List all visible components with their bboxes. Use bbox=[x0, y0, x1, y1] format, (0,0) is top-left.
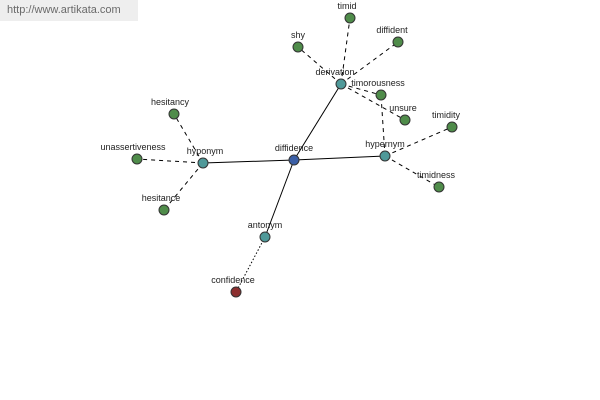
edge-derivation-timorousness bbox=[340, 83, 382, 96]
node-label-timidness[interactable]: timidness bbox=[417, 170, 456, 180]
edge-diffidence-hyponym bbox=[202, 159, 295, 164]
node-hypernym[interactable] bbox=[379, 150, 391, 162]
node-diffidence[interactable] bbox=[288, 154, 300, 166]
node-antonym[interactable] bbox=[259, 231, 271, 243]
edge-hyponym-hesitance bbox=[163, 162, 204, 211]
nodes-layer bbox=[131, 12, 458, 298]
node-label-confidence[interactable]: confidence bbox=[211, 275, 255, 285]
edge-derivation-shy bbox=[297, 46, 342, 85]
node-timidness[interactable] bbox=[433, 181, 445, 193]
node-label-hesitancy[interactable]: hesitancy bbox=[151, 97, 190, 107]
edge-hypernym-timidness bbox=[384, 155, 440, 188]
node-hesitancy[interactable] bbox=[168, 108, 180, 120]
node-label-unsure[interactable]: unsure bbox=[389, 103, 417, 113]
node-timidity[interactable] bbox=[446, 121, 458, 133]
node-diffident[interactable] bbox=[392, 36, 404, 48]
watermark: http://www.artikata.com bbox=[0, 0, 138, 21]
labels-layer: diffidence derivation hypernym hyponym anton… bbox=[100, 1, 460, 285]
node-label-shy[interactable]: shy bbox=[291, 30, 306, 40]
edge-diffidence-hypernym bbox=[293, 155, 386, 161]
node-label-unassertiveness[interactable]: unassertiveness bbox=[100, 142, 166, 152]
node-hesitance[interactable] bbox=[158, 204, 170, 216]
node-label-derivation[interactable]: derivation bbox=[315, 67, 354, 77]
node-timid[interactable] bbox=[344, 12, 356, 24]
node-shy[interactable] bbox=[292, 41, 304, 53]
watermark-text: http://www.artikata.com bbox=[7, 4, 121, 16]
edge-hyponym-hesitancy bbox=[173, 113, 204, 164]
node-label-timid[interactable]: timid bbox=[337, 1, 356, 11]
node-label-diffident[interactable]: diffident bbox=[376, 25, 408, 35]
node-label-hesitance[interactable]: hesitance bbox=[142, 193, 181, 203]
node-confidence[interactable] bbox=[230, 286, 242, 298]
edge-derivation-unsure bbox=[340, 83, 406, 121]
node-hyponym[interactable] bbox=[197, 157, 209, 169]
edge-diffidence-derivation bbox=[293, 83, 342, 161]
node-label-hyponym[interactable]: hyponym bbox=[187, 146, 224, 156]
node-unassertiveness[interactable] bbox=[131, 153, 143, 165]
node-label-hypernym[interactable]: hypernym bbox=[365, 139, 405, 149]
node-derivation[interactable] bbox=[335, 78, 347, 90]
node-label-timorousness[interactable]: timorousness bbox=[351, 78, 405, 88]
edge-derivation-timid bbox=[340, 17, 351, 85]
edge-hypernym-timorousness bbox=[380, 94, 386, 157]
node-timorousness[interactable] bbox=[375, 89, 387, 101]
node-label-timidity[interactable]: timidity bbox=[432, 110, 461, 120]
edge-diffidence-antonym bbox=[264, 159, 295, 238]
edges-layer bbox=[136, 17, 453, 293]
node-label-diffidence[interactable]: diffidence bbox=[275, 143, 313, 153]
node-label-antonym[interactable]: antonym bbox=[248, 220, 283, 230]
node-unsure[interactable] bbox=[399, 114, 411, 126]
edge-derivation-diffident bbox=[340, 41, 399, 85]
edge-hyponym-unassertiveness bbox=[136, 158, 204, 164]
